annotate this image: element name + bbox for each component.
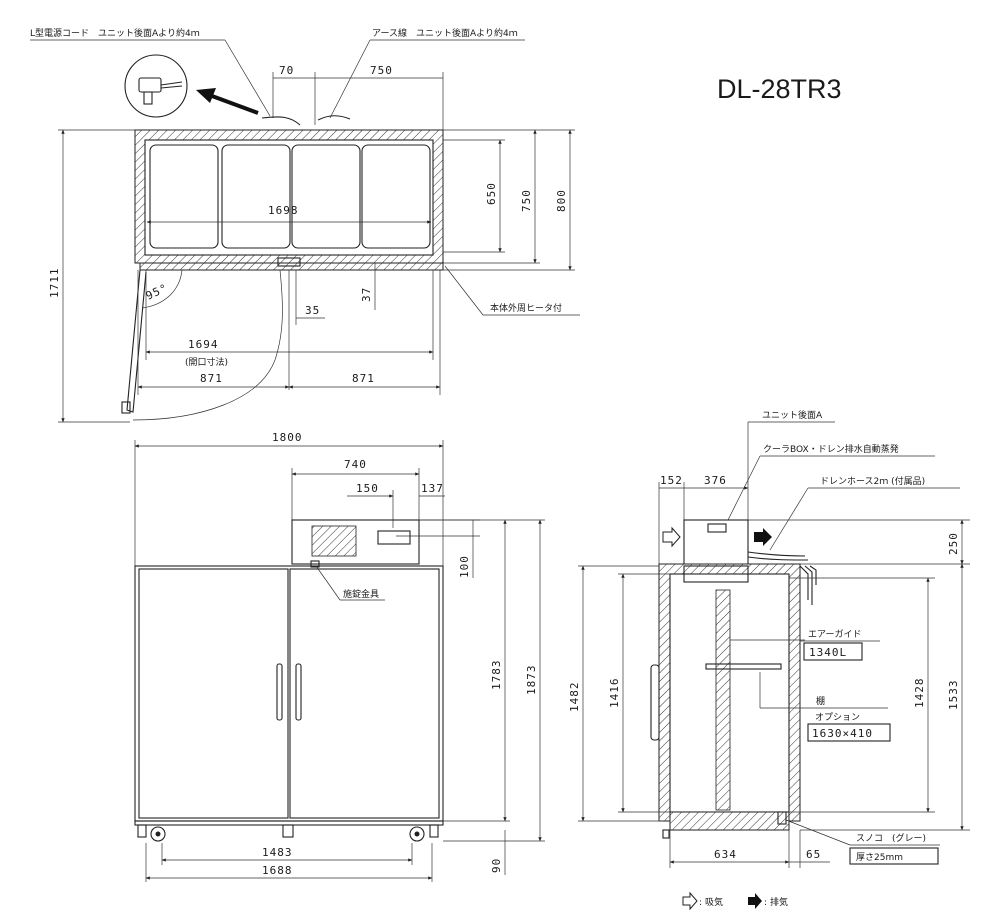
shelf-label: 棚 xyxy=(816,695,825,707)
dim-750-side: 750 xyxy=(520,189,533,212)
cooler-box-label: クーラBOX・ドレン排水自動蒸発 xyxy=(763,443,899,455)
shelf-size: 1630×410 xyxy=(812,727,873,740)
dim-150: 150 xyxy=(356,482,379,495)
dim-650: 650 xyxy=(485,182,498,205)
dim-65: 65 xyxy=(806,848,821,861)
exhaust-legend-icon xyxy=(748,893,762,909)
intake-legend-icon xyxy=(682,891,698,911)
dim-634: 634 xyxy=(714,848,737,861)
top-view: L型電源コード ユニット後面Aより約4ｍ アース線 ユニット後面Aより約4ｍ 7… xyxy=(30,27,580,423)
sunoko-label: スノコ (グレー) xyxy=(856,832,926,844)
lock-note: 施錠金具 xyxy=(343,588,379,600)
dim-35: 35 xyxy=(305,304,320,317)
dim-152: 152 xyxy=(660,474,683,487)
model-title: DL-28TR3 xyxy=(717,74,842,104)
sunoko-thickness: 厚さ25mm xyxy=(856,852,903,863)
dim-37: 37 xyxy=(360,287,373,302)
door-angle: 95° xyxy=(144,281,170,302)
unit-rear-label: ユニット後面A xyxy=(762,409,823,421)
legend: : 吸気 : 排気 xyxy=(682,891,788,911)
dim-1416: 1416 xyxy=(608,678,621,709)
dim-1800: 1800 xyxy=(272,431,303,444)
arrow-icon xyxy=(196,88,259,115)
dim-100: 100 xyxy=(458,555,471,578)
front-view: 1800 740 150 137 100 施錠金具 xyxy=(134,431,545,882)
dim-376: 376 xyxy=(704,474,727,487)
dim-250: 250 xyxy=(947,532,960,555)
dim-137: 137 xyxy=(421,482,444,495)
exhaust-arrow-icon xyxy=(754,528,772,546)
dim-750-top: 750 xyxy=(370,64,393,77)
dim-1711: 1711 xyxy=(48,268,61,299)
intake-arrow-icon xyxy=(662,526,681,548)
svg-text::: : xyxy=(699,898,702,908)
dim-871-right: 871 xyxy=(352,372,375,385)
power-cord-label: L型電源コード ユニット後面Aより約4ｍ xyxy=(30,27,200,39)
dim-1428: 1428 xyxy=(913,678,926,709)
dim-70: 70 xyxy=(279,64,294,77)
dim-1783: 1783 xyxy=(490,660,503,691)
dim-1688: 1688 xyxy=(262,864,293,877)
legend-intake: 吸気 xyxy=(705,896,723,908)
dim-800: 800 xyxy=(555,189,568,212)
side-view: ユニット後面A クーラBOX・ドレン排水自動蒸発 152 376 ドレンホース2… xyxy=(568,409,970,868)
dim-1694: 1694 xyxy=(188,338,219,351)
svg-text::: : xyxy=(764,898,767,908)
shelf-option: オプション xyxy=(815,712,860,723)
air-guide-size: 1340L xyxy=(809,646,847,659)
legend-exhaust: 排気 xyxy=(770,896,788,908)
earth-wire-label: アース線 ユニット後面Aより約4ｍ xyxy=(372,27,518,39)
dim-1533: 1533 xyxy=(947,680,960,711)
plug-inset xyxy=(124,54,188,118)
heater-note: 本体外周ヒータ付 xyxy=(490,302,562,314)
dim-90: 90 xyxy=(490,858,503,873)
dim-1873: 1873 xyxy=(525,665,538,696)
dim-871-left: 871 xyxy=(200,372,223,385)
dim-1483: 1483 xyxy=(262,846,293,859)
dim-1698: 1698 xyxy=(268,204,299,217)
dim-740: 740 xyxy=(344,458,367,471)
air-guide-label: エアーガイド xyxy=(808,629,861,640)
drain-hose-label: ドレンホース2ｍ (付属品) xyxy=(820,476,925,487)
dim-1482: 1482 xyxy=(568,682,581,713)
opening-note: (開口寸法) xyxy=(185,356,228,368)
